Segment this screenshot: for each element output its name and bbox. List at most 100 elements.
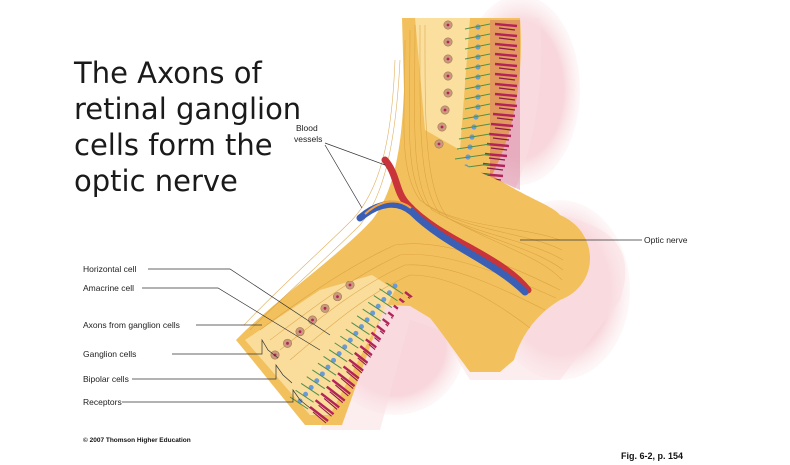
amacrine-process	[317, 362, 337, 376]
receptor-cell	[498, 87, 516, 91]
figure-reference: Fig. 6-2, p. 154	[621, 451, 684, 461]
label-receptors: Receptors	[83, 397, 122, 407]
receptor-cell	[490, 147, 508, 151]
amacrine-process	[340, 335, 359, 349]
amacrine-process	[367, 301, 387, 315]
label-amacrine-cell: Amacrine cell	[83, 283, 134, 293]
receptor-cell	[494, 72, 518, 78]
receptor-cell	[494, 102, 518, 108]
ganglion-nucleus	[446, 57, 450, 61]
amacrine-process	[464, 73, 491, 80]
label-blood-vessels-line1: Blood	[296, 123, 318, 133]
ganglion-nucleus	[286, 341, 289, 345]
amacrine-process	[306, 376, 326, 390]
receptor-cell	[494, 82, 518, 88]
leader-lines	[122, 142, 642, 409]
receptor-cell	[488, 157, 506, 161]
receptor-cell	[498, 47, 516, 51]
receptor-cell	[498, 107, 516, 111]
receptor-cell	[323, 398, 338, 410]
amacrine-process	[464, 43, 491, 50]
receptor-cell	[494, 42, 518, 48]
ganglion-nucleus	[311, 318, 314, 322]
label-horizontal-cell: Horizontal cell	[83, 264, 136, 274]
leader-receptors	[122, 388, 311, 409]
amacrine-process	[464, 53, 491, 60]
amacrine-process	[373, 295, 393, 308]
receptor-cell	[494, 92, 518, 98]
receptor-cell	[337, 372, 357, 389]
leader-amacrine-cell	[142, 287, 321, 351]
receptor-cell	[488, 132, 512, 138]
receptor-cell	[494, 22, 518, 28]
retina-tissue	[236, 18, 590, 425]
leader-horizontal-cell	[148, 268, 331, 336]
receptor-cell	[490, 122, 514, 128]
amacrine-process	[464, 23, 491, 30]
amacrine-process	[345, 328, 365, 342]
receptor-cell	[314, 399, 335, 416]
upper-retina-cells	[431, 20, 520, 190]
receptor-cell	[498, 27, 516, 31]
leader-blood-vessels-1	[324, 142, 386, 166]
receptor-cell	[498, 67, 516, 71]
ganglion-nucleus	[298, 330, 302, 334]
receptor-cell	[346, 370, 360, 383]
amacrine-process	[454, 153, 491, 160]
ganglion-nucleus	[446, 40, 450, 44]
amacrine-process	[460, 123, 491, 130]
amacrine-process	[300, 383, 320, 396]
label-axons-from-ganglion-cells: Axons from ganglion cells	[83, 320, 180, 330]
ganglion-nucleus	[336, 295, 339, 299]
ganglion-nucleus	[273, 353, 277, 357]
receptor-cell	[486, 142, 510, 148]
receptor-cell	[342, 365, 363, 382]
receptor-cell	[312, 411, 327, 424]
label-bipolar-cells: Bipolar cells	[83, 374, 129, 384]
ganglion-nucleus	[440, 125, 444, 129]
amacrine-process	[323, 355, 342, 369]
receptor-cell	[496, 117, 514, 121]
label-blood-vessels-line2: vessels	[294, 134, 322, 144]
receptor-cell	[340, 377, 355, 390]
receptor-cell	[492, 112, 516, 118]
amacrine-process	[351, 322, 370, 336]
label-optic-nerve: Optic nerve	[644, 235, 688, 245]
amacrine-process	[312, 369, 331, 383]
ganglion-nucleus	[323, 306, 327, 310]
blood-vessels	[356, 156, 532, 296]
receptor-cell	[494, 32, 518, 38]
amacrine-process	[464, 83, 491, 90]
receptor-cell	[494, 52, 518, 58]
receptor-cell	[498, 37, 516, 41]
receptor-cell	[498, 77, 516, 81]
leader-blood-vessels-2	[324, 144, 363, 209]
receptor-cell	[498, 57, 516, 61]
amacrine-process	[464, 103, 491, 110]
amacrine-process	[458, 133, 491, 140]
ganglion-nucleus	[446, 74, 450, 78]
leader-bipolar-cells	[132, 363, 293, 384]
ganglion-nucleus	[446, 91, 450, 95]
receptor-cell	[494, 62, 518, 68]
receptor-cell	[492, 137, 510, 141]
receptor-cell	[331, 378, 352, 395]
ganglion-nucleus	[348, 283, 352, 287]
leader-ganglion-cells	[172, 338, 279, 359]
amacrine-process	[295, 389, 314, 403]
receptor-cell	[498, 97, 516, 101]
amacrine-process	[464, 93, 491, 100]
amacrine-process	[334, 342, 353, 356]
ganglion-nucleus	[443, 108, 447, 112]
receptor-cell	[320, 392, 340, 409]
diagram-labels: Blood vessels Optic nerve Horizontal cel…	[83, 123, 688, 407]
receptor-cell	[329, 391, 344, 404]
copyright-notice: © 2007 Thomson Higher Education	[83, 437, 191, 444]
amacrine-process	[464, 33, 491, 40]
receptor-cell	[318, 404, 332, 417]
ganglion-nucleus	[446, 23, 450, 27]
slide-title: The Axons of retinal ganglion cells form…	[74, 56, 302, 198]
amacrine-process	[384, 281, 404, 295]
receptor-cell	[334, 384, 349, 397]
